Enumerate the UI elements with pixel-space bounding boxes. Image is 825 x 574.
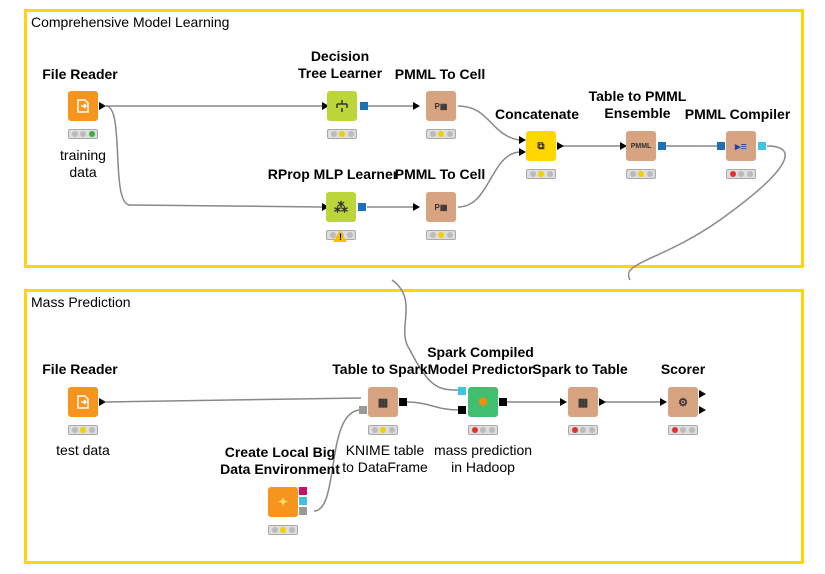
node-title: PMML To Cell — [394, 166, 486, 182]
warning-icon[interactable] — [333, 230, 347, 242]
node-title: Table to PMML Ensemble — [588, 88, 687, 121]
node-title: Create Local Big Data Environment — [220, 444, 340, 477]
status-lights — [268, 525, 298, 535]
node-title: Table to Spark — [332, 361, 428, 377]
node-title: File Reader — [42, 361, 118, 377]
node-title: RProp MLP Learner — [267, 166, 399, 182]
output-port[interactable] — [557, 142, 564, 150]
output-port[interactable] — [699, 406, 706, 414]
node-title: PMML Compiler — [684, 106, 791, 122]
input-port[interactable] — [717, 142, 725, 150]
annotation-model-learning[interactable]: Comprehensive Model Learning — [24, 9, 804, 268]
decision-tree-icon[interactable] — [327, 91, 357, 121]
node-label[interactable]: test data — [56, 442, 110, 458]
node-title: Concatenate — [494, 106, 580, 122]
output-port[interactable] — [299, 497, 307, 505]
wire — [457, 151, 520, 208]
warning-mark: ! — [339, 232, 342, 242]
output-port[interactable] — [699, 390, 706, 398]
status-lights — [426, 230, 456, 240]
annotation-mass-prediction[interactable]: Mass Prediction — [24, 289, 804, 564]
node-title: Decision Tree Learner — [297, 48, 383, 81]
wire — [105, 397, 362, 403]
wire — [457, 105, 520, 141]
status-lights — [68, 129, 98, 139]
status-lights — [626, 169, 656, 179]
output-port[interactable] — [499, 398, 507, 406]
node-title: Spark to Table — [532, 361, 628, 377]
bigdata-icon[interactable]: ✦ — [268, 487, 298, 517]
node-title: PMML To Cell — [394, 66, 486, 82]
status-lights — [426, 129, 456, 139]
file-reader-icon[interactable] — [68, 91, 98, 121]
output-port[interactable] — [99, 398, 106, 406]
output-port[interactable] — [360, 102, 368, 110]
output-port[interactable] — [658, 142, 666, 150]
status-lights — [668, 425, 698, 435]
wire — [391, 279, 461, 391]
status-lights — [526, 169, 556, 179]
spark-to-table-icon[interactable]: ▦ — [568, 387, 598, 417]
pmml-icon[interactable]: P▦ — [426, 91, 456, 121]
input-port[interactable] — [458, 387, 466, 395]
output-port[interactable] — [758, 142, 766, 150]
status-lights — [68, 425, 98, 435]
concatenate-icon[interactable]: ⧉ — [526, 131, 556, 161]
input-port[interactable] — [359, 406, 367, 414]
node-label[interactable]: mass prediction in Hadoop — [433, 442, 533, 475]
table-to-spark-icon[interactable]: ▦ — [368, 387, 398, 417]
neural-net-icon[interactable]: ⁂ — [326, 192, 356, 222]
output-port[interactable] — [358, 203, 366, 211]
output-port[interactable] — [99, 102, 106, 110]
node-title: Scorer — [660, 361, 706, 377]
compiler-icon[interactable]: ▸≡ — [726, 131, 756, 161]
status-lights — [568, 425, 598, 435]
node-label[interactable]: training data — [60, 147, 106, 180]
status-lights — [468, 425, 498, 435]
pmml-ensemble-icon[interactable]: PMML — [626, 131, 656, 161]
wire — [627, 145, 786, 281]
output-port[interactable] — [599, 398, 606, 406]
wire — [405, 401, 461, 411]
wire — [313, 409, 362, 512]
node-title: Spark Compiled Model Predictor — [427, 344, 534, 377]
output-port[interactable] — [299, 507, 307, 515]
file-reader-icon[interactable] — [68, 387, 98, 417]
annotation-title: Mass Prediction — [31, 294, 131, 310]
status-lights — [726, 169, 756, 179]
annotation-title: Comprehensive Model Learning — [31, 14, 230, 30]
status-lights — [368, 425, 398, 435]
input-port[interactable] — [458, 406, 466, 414]
scorer-icon[interactable]: ⚙ — [668, 387, 698, 417]
node-label[interactable]: KNIME table to DataFrame — [342, 442, 428, 475]
wire — [105, 105, 323, 208]
output-port[interactable] — [299, 487, 307, 495]
status-lights — [327, 129, 357, 139]
pmml-icon[interactable]: P▦ — [426, 192, 456, 222]
output-port[interactable] — [399, 398, 407, 406]
spark-predictor-icon[interactable]: ✱ — [468, 387, 498, 417]
node-title: File Reader — [42, 66, 118, 82]
